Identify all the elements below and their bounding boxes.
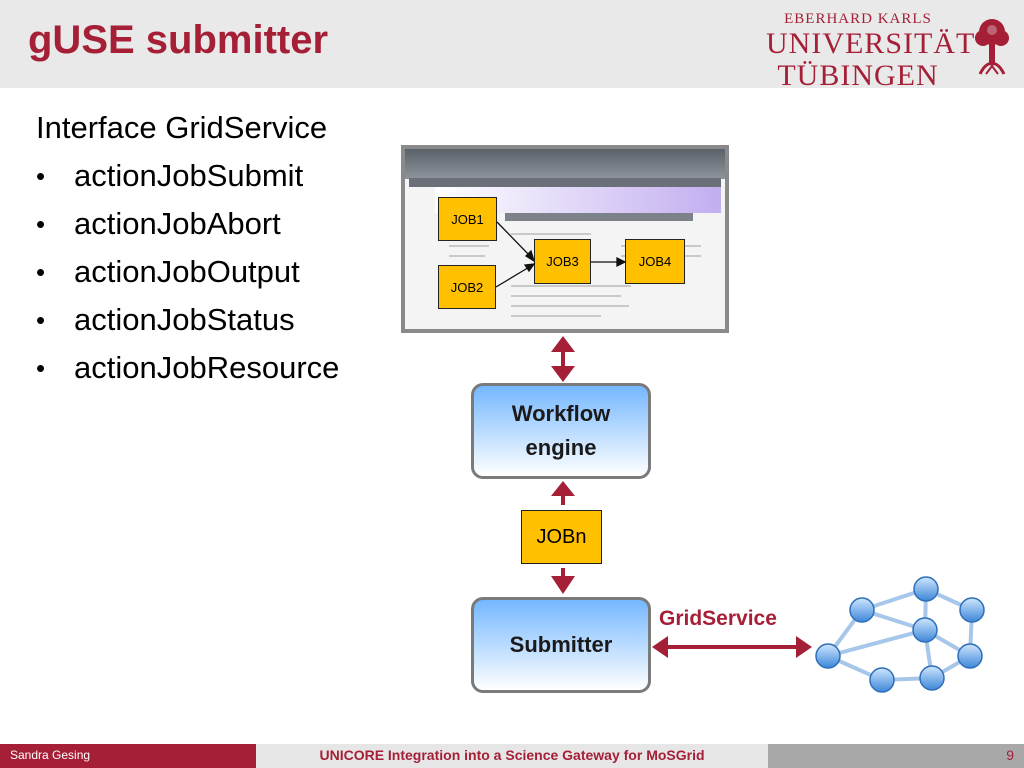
portal-nav-bar <box>409 178 721 187</box>
tree-logo-icon <box>975 19 1009 75</box>
footer-title: UNICORE Integration into a Science Gatew… <box>256 744 768 768</box>
bullet-icon: • <box>36 209 46 239</box>
list-item: • actionJobAbort <box>36 200 339 248</box>
university-line3: TÜBINGEN <box>777 59 939 92</box>
bullet-icon: • <box>36 161 46 191</box>
portal-banner <box>405 149 725 179</box>
footer-page-number: 9 <box>768 744 1024 768</box>
portal-text-line <box>449 245 489 247</box>
list-item-label: actionJobResource <box>74 350 340 385</box>
slide-title: gUSE submitter <box>28 18 329 62</box>
list-item: • actionJobResource <box>36 344 339 392</box>
workflow-engine-label-line1: Workflow <box>511 401 611 426</box>
portal-text-line <box>511 305 629 307</box>
list-item-label: actionJobStatus <box>74 302 295 337</box>
portal-text-line <box>511 285 631 287</box>
bullet-icon: • <box>36 353 46 383</box>
portal-text-line <box>511 295 621 297</box>
job-node: JOB3 <box>534 239 591 284</box>
footer-bar: Sandra Gesing UNICORE Integration into a… <box>0 744 1024 768</box>
bullet-icon: • <box>36 257 46 287</box>
grid-network-edges <box>826 587 974 682</box>
grid-network-icon <box>815 576 985 693</box>
interface-heading: Interface GridService <box>36 110 328 145</box>
list-item-label: actionJobSubmit <box>74 158 304 193</box>
gridservice-label: GridService <box>659 607 777 630</box>
university-line2: UNIVERSITÄT <box>766 27 976 60</box>
list-item: • actionJobOutput <box>36 248 339 296</box>
header-bar: gUSE submitter EBERHARD KARLS UNIVERSITÄ… <box>0 0 1024 92</box>
university-logo-text: EBERHARD KARLS UNIVERSITÄT TÜBINGEN <box>766 11 976 92</box>
workflow-engine-box: Workflow engine <box>471 383 651 479</box>
job-node: JOB2 <box>438 265 496 309</box>
university-line1: EBERHARD KARLS <box>784 11 932 27</box>
interface-list: Interface GridService • actionJobSubmit •… <box>36 104 339 392</box>
bullet-icon: • <box>36 305 46 335</box>
portal-text-line <box>449 255 485 257</box>
portal-text-line <box>511 233 591 235</box>
job-node: JOB1 <box>438 197 497 241</box>
list-item-label: actionJobAbort <box>74 206 281 241</box>
submitter-box: Submitter <box>471 597 651 693</box>
jobn-box: JOBn <box>521 510 602 564</box>
job-node: JOB4 <box>625 239 685 284</box>
list-item: • actionJobSubmit <box>36 152 339 200</box>
workflow-engine-label-line2: engine <box>525 435 597 460</box>
list-item: • actionJobStatus <box>36 296 339 344</box>
portal-subnav-bar <box>505 213 693 221</box>
list-item-label: actionJobOutput <box>74 254 300 289</box>
portal-text-line <box>511 315 601 317</box>
footer-author: Sandra Gesing <box>0 744 256 768</box>
